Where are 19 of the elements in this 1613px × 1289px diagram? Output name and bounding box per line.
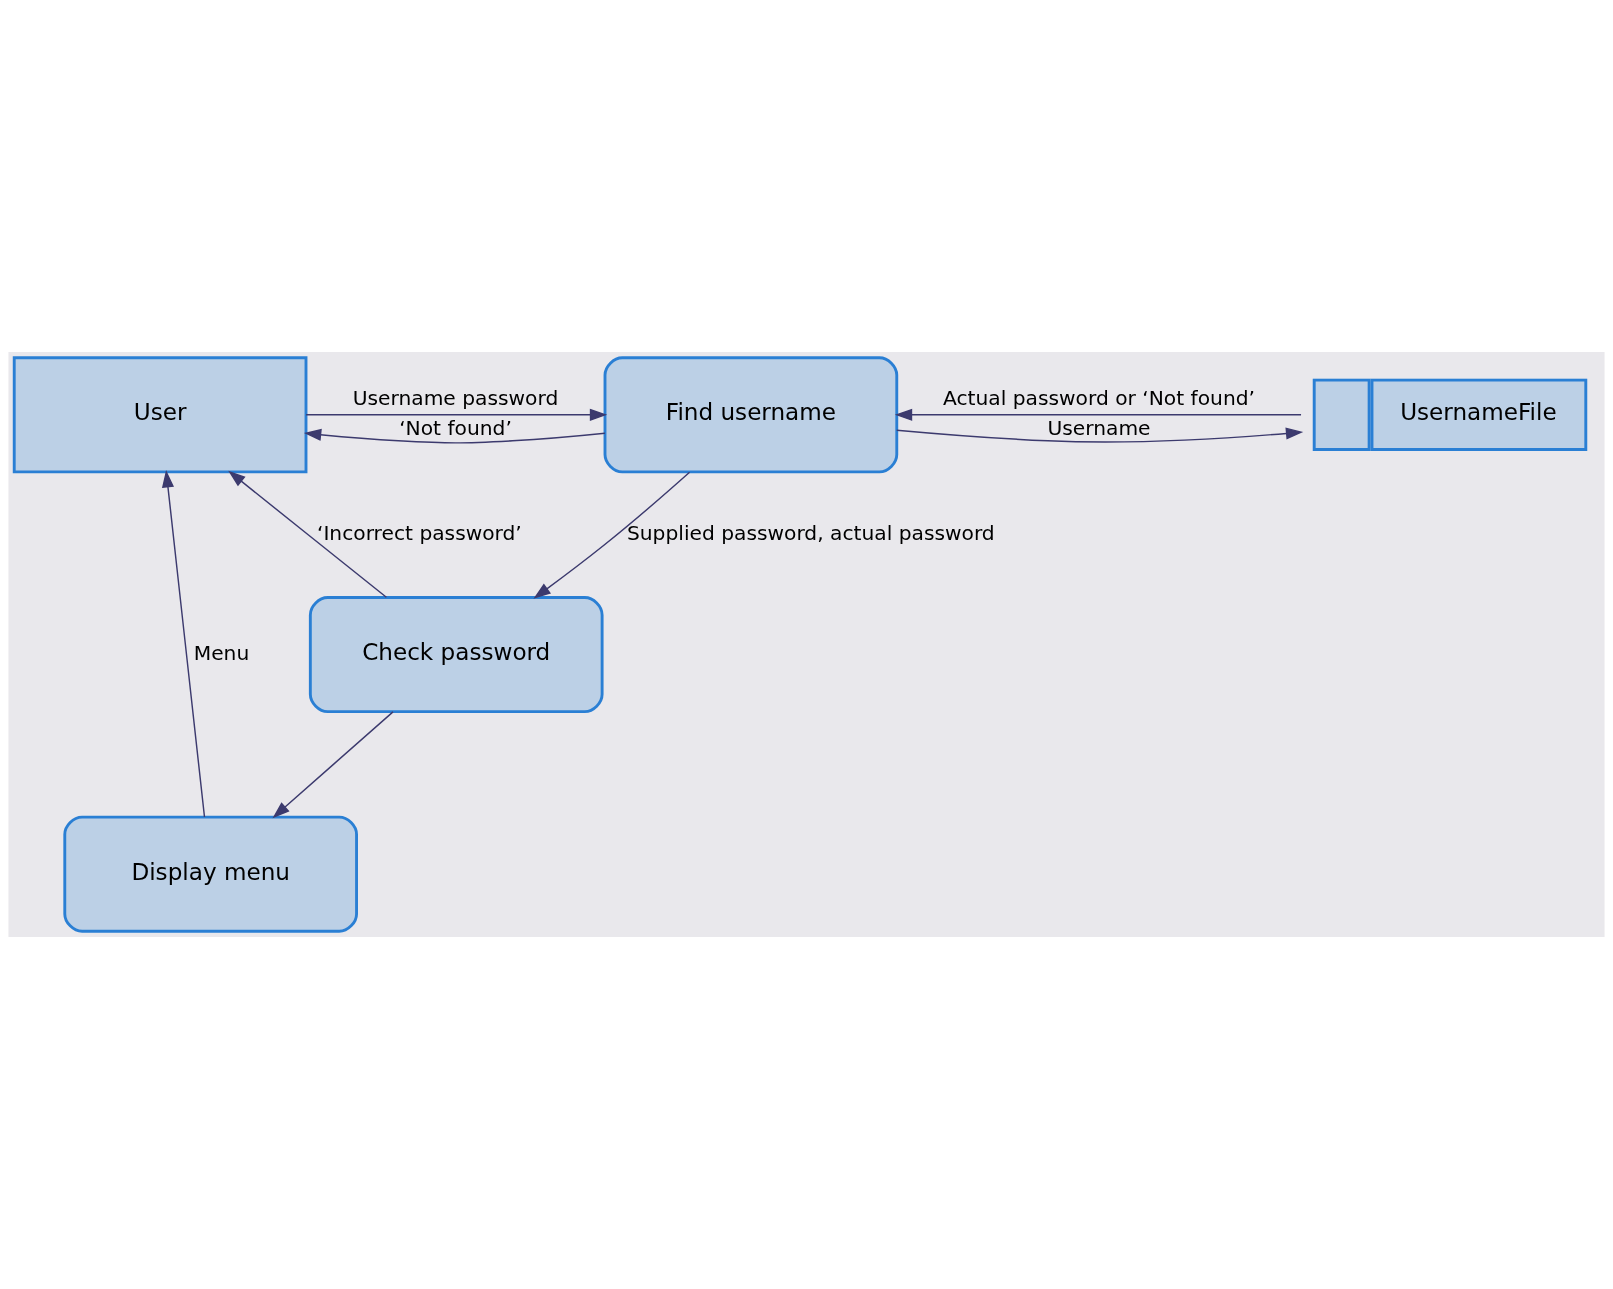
edge-label: ‘Not found’ [399,416,512,441]
edge-label: Username password [352,386,559,411]
edge-label: Actual password or ‘Not found’ [943,386,1255,411]
node-box: Check password [308,596,604,714]
arrow [272,711,394,819]
edge-label: Supplied password, actual password [626,521,995,546]
arrow [228,470,388,598]
node-box: Find username [603,356,899,474]
arrow [894,408,1302,421]
node-box: User [12,356,308,474]
arrow [161,470,206,818]
arrow [896,427,1304,443]
edge-label: Username [1047,416,1151,441]
edge-label: Menu [193,640,250,665]
arrow [303,428,606,444]
arrow [305,408,608,421]
edge-label: ‘Incorrect password’ [316,521,522,546]
node-box: Display menu [63,815,358,933]
arrow [533,471,691,599]
